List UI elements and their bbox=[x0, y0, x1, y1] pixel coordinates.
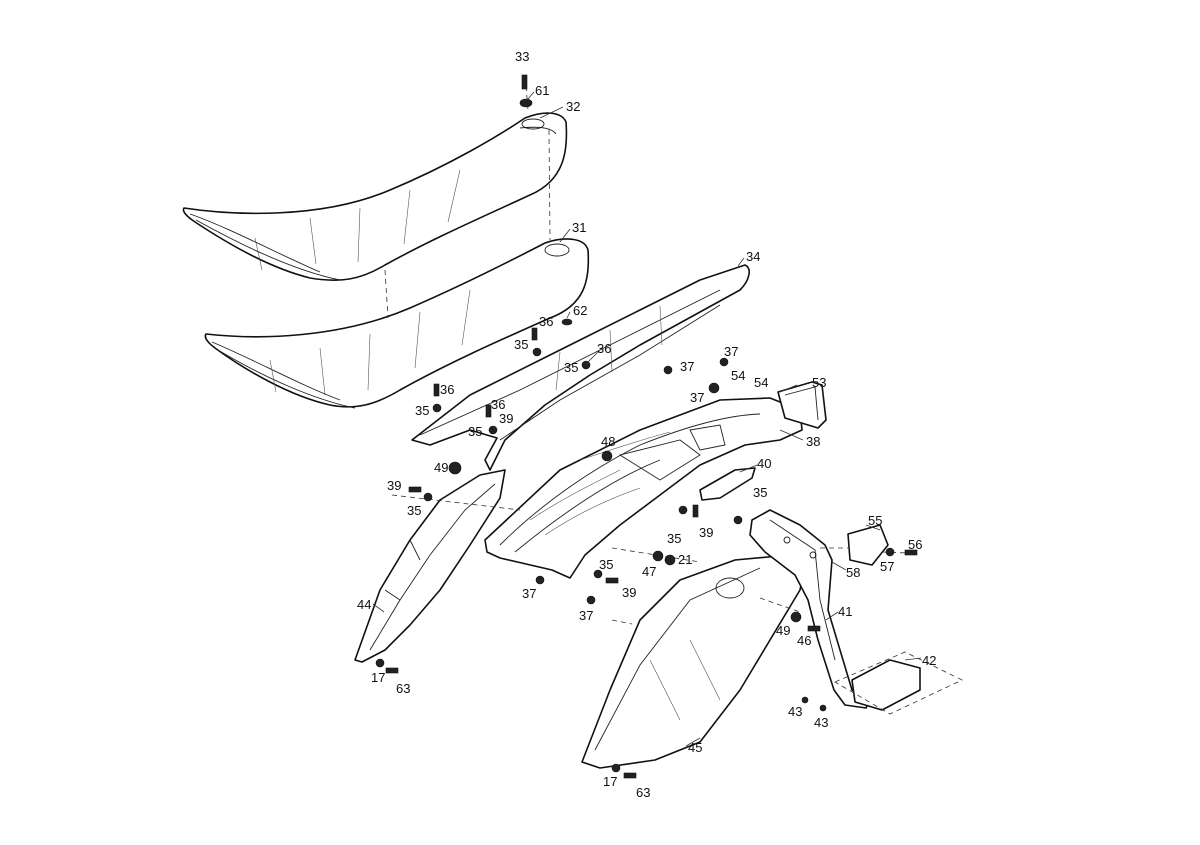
callout-35a: 35 bbox=[514, 337, 528, 352]
callout-41: 41 bbox=[838, 604, 852, 619]
callout-57: 57 bbox=[880, 559, 894, 574]
callout-35b: 35 bbox=[564, 360, 578, 375]
callout-47: 47 bbox=[642, 564, 656, 579]
callout-43a: 43 bbox=[788, 704, 802, 719]
callout-21: 21 bbox=[678, 552, 692, 567]
callout-55: 55 bbox=[868, 513, 882, 528]
callout-39c: 39 bbox=[699, 525, 713, 540]
part-31-seat-lower bbox=[204, 238, 590, 409]
callout-42: 42 bbox=[922, 653, 936, 668]
callout-37a: 37 bbox=[680, 359, 694, 374]
callout-36a: 36 bbox=[539, 314, 553, 329]
callout-40: 40 bbox=[757, 456, 771, 471]
callout-35f: 35 bbox=[753, 485, 767, 500]
callout-39d: 39 bbox=[622, 585, 636, 600]
callout-36d: 36 bbox=[491, 397, 505, 412]
callout-36c: 36 bbox=[440, 382, 454, 397]
callout-38: 38 bbox=[806, 434, 820, 449]
callout-32: 32 bbox=[566, 99, 580, 114]
callout-54b: 54 bbox=[754, 375, 768, 390]
callout-34: 34 bbox=[746, 249, 760, 264]
part-32-seat-upper bbox=[182, 112, 568, 281]
callout-35h: 35 bbox=[599, 557, 613, 572]
callout-37d: 37 bbox=[522, 586, 536, 601]
callout-53: 53 bbox=[812, 375, 826, 390]
callout-17b: 17 bbox=[603, 774, 617, 789]
callout-54a: 54 bbox=[731, 368, 745, 383]
part-34-top-cover bbox=[411, 264, 750, 471]
callout-37e: 37 bbox=[579, 608, 593, 623]
part-38-rear-frame bbox=[484, 397, 803, 579]
part-53-tail-light bbox=[777, 381, 827, 429]
callout-35e: 35 bbox=[407, 503, 421, 518]
part-45-side-panel-right bbox=[581, 554, 806, 769]
part-42-plate bbox=[834, 651, 963, 715]
callout-49a: 49 bbox=[434, 460, 448, 475]
callout-48: 48 bbox=[601, 434, 615, 449]
callout-43b: 43 bbox=[814, 715, 828, 730]
callout-35g: 35 bbox=[667, 531, 681, 546]
callout-49b: 49 bbox=[776, 623, 790, 638]
callout-61: 61 bbox=[535, 83, 549, 98]
callouts: 33 61 32 31 34 62 36 35 36 35 37 37 54 5… bbox=[357, 49, 936, 800]
callout-39b: 39 bbox=[387, 478, 401, 493]
callout-45: 45 bbox=[688, 740, 702, 755]
callout-63b: 63 bbox=[636, 785, 650, 800]
leader-lines bbox=[372, 91, 922, 747]
callout-56: 56 bbox=[908, 537, 922, 552]
callout-62: 62 bbox=[573, 303, 587, 318]
callout-31: 31 bbox=[572, 220, 586, 235]
callout-44: 44 bbox=[357, 597, 371, 612]
callout-36b: 36 bbox=[597, 341, 611, 356]
part-55-reflector bbox=[847, 524, 889, 566]
callout-35c: 35 bbox=[415, 403, 429, 418]
part-44-side-panel-left bbox=[354, 469, 506, 663]
callout-63a: 63 bbox=[396, 681, 410, 696]
part-40-bracket bbox=[699, 467, 756, 501]
callout-46: 46 bbox=[797, 633, 811, 648]
callout-39a: 39 bbox=[499, 411, 513, 426]
callout-17a: 17 bbox=[371, 670, 385, 685]
fasteners bbox=[375, 74, 918, 779]
callout-58: 58 bbox=[846, 565, 860, 580]
callout-33: 33 bbox=[515, 49, 529, 64]
callout-35d: 35 bbox=[468, 424, 482, 439]
callout-37b: 37 bbox=[724, 344, 738, 359]
callout-37c: 37 bbox=[690, 390, 704, 405]
